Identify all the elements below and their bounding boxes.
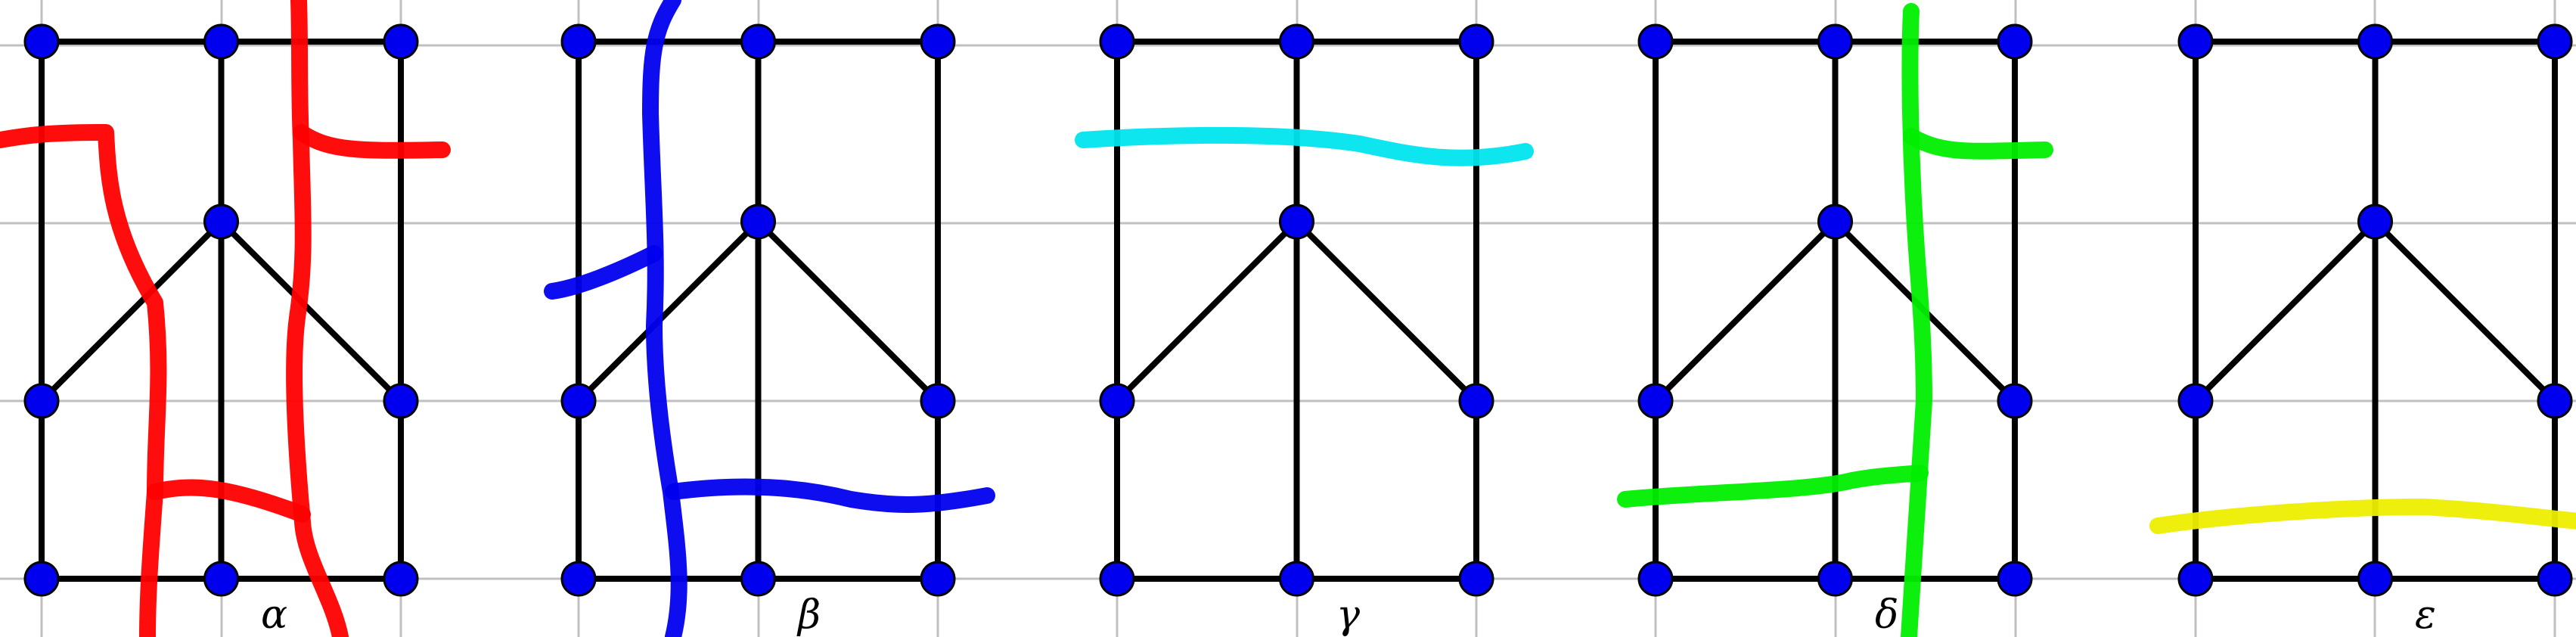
curves-delta: [1617, 3, 2053, 637]
panel-delta: δ: [1617, 3, 2053, 637]
graph-vertices: [1099, 23, 1494, 597]
panel-alpha: α: [0, 0, 451, 637]
panel-label-gamma: γ: [1336, 592, 1361, 637]
graph-edge: [2193, 219, 2379, 404]
graph-vertex: [23, 383, 60, 419]
graph-vertices: [1637, 23, 2033, 597]
curve-stroke: [2149, 499, 2576, 534]
graph-vertex: [1817, 204, 1853, 240]
panel-label-epsilon: ε: [2415, 592, 2436, 637]
graph-vertex: [1817, 23, 1853, 60]
curve-stroke: [1617, 465, 1929, 508]
panel-epsilon: ε: [2149, 23, 2576, 637]
graph-vertex: [560, 23, 597, 60]
graph-vertices: [2177, 23, 2573, 597]
graph-edge: [2372, 219, 2558, 404]
graph-vertex: [2537, 23, 2573, 60]
graph-vertex: [1458, 383, 1494, 419]
graph-edges: [576, 39, 941, 582]
curve-stroke: [544, 245, 663, 300]
graph-edge: [39, 219, 225, 404]
curve-stroke: [0, 124, 167, 637]
graph-vertex: [2177, 383, 2214, 419]
graph-vertex: [920, 23, 956, 60]
curve-stroke: [1903, 128, 2053, 160]
graph-vertex: [383, 23, 419, 60]
graph-vertex: [560, 383, 597, 419]
curve-stroke: [147, 479, 311, 523]
graph-vertex: [383, 561, 419, 597]
graph-vertex: [560, 561, 597, 597]
graph-vertex: [740, 204, 776, 240]
panel-label-alpha: α: [261, 592, 287, 637]
panel-label-beta: β: [796, 592, 821, 637]
graph-edge: [576, 219, 762, 404]
graph-edges: [2193, 39, 2558, 582]
graph-vertex: [203, 204, 239, 240]
curves-beta: [544, 0, 995, 637]
graph-vertex: [920, 561, 956, 597]
graph-vertex: [203, 23, 239, 60]
curve-stroke: [665, 478, 995, 513]
graph-vertex: [2177, 23, 2214, 60]
curve-stroke: [293, 124, 451, 159]
curves-alpha: [0, 0, 451, 637]
graph-vertex: [2537, 561, 2573, 597]
graph-vertices: [23, 23, 419, 597]
curve-stroke: [286, 0, 349, 637]
graph-vertex: [2177, 561, 2214, 597]
panel-label-delta: δ: [1875, 592, 1898, 637]
graph-vertex: [203, 561, 239, 597]
graph-edge: [755, 219, 941, 404]
graph-vertex: [23, 561, 60, 597]
graph-vertex: [2357, 561, 2393, 597]
graph-vertex: [1637, 23, 1674, 60]
graph-vertex: [23, 23, 60, 60]
graph-edge: [1114, 219, 1300, 404]
graph-vertex: [740, 23, 776, 60]
graph-vertex: [1997, 383, 2033, 419]
graph-vertex: [1637, 383, 1674, 419]
graph-vertex: [1099, 561, 1135, 597]
graph-edge: [218, 219, 404, 404]
graph-edges: [1114, 39, 1479, 582]
graph-vertex: [2357, 23, 2393, 60]
curve-stroke: [1901, 3, 1932, 637]
graph-vertex: [1458, 561, 1494, 597]
curves-epsilon: [2149, 499, 2576, 534]
panel-gamma: γ: [1075, 23, 1534, 637]
graph-vertex: [1279, 23, 1314, 60]
curve-stroke: [642, 0, 687, 637]
graph-edge: [1293, 219, 1479, 404]
curve-stroke: [1075, 126, 1534, 166]
graph-vertex: [1637, 561, 1674, 597]
graph-vertex: [1997, 561, 2033, 597]
graph-vertex: [1099, 23, 1135, 60]
graph-vertices: [560, 23, 956, 597]
graph-vertex: [383, 383, 419, 419]
graph-vertex: [1997, 23, 2033, 60]
graph-vertex: [1279, 561, 1314, 597]
graph-vertex: [1279, 204, 1314, 240]
graph-vertex: [2357, 204, 2393, 240]
graph-vertex: [920, 383, 956, 419]
curves-gamma: [1075, 126, 1534, 166]
graph-vertex: [1458, 23, 1494, 60]
graph-vertex: [740, 561, 776, 597]
graph-edge: [1653, 219, 1839, 404]
panel-beta: β: [544, 0, 995, 637]
graph-vertex: [1817, 561, 1853, 597]
graph-vertex: [2537, 383, 2573, 419]
graph-vertex: [1099, 383, 1135, 419]
